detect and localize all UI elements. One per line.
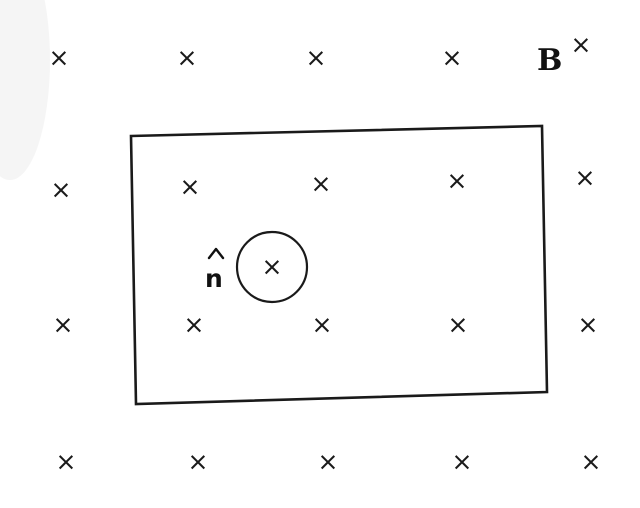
field-cross: × [575, 163, 596, 192]
normal-label: n [205, 264, 223, 293]
field-cross: × [452, 447, 473, 476]
field-cross: × [49, 43, 70, 72]
field-cross-grid: × × × × × × × × × × × × × × × × × × × × × [49, 30, 602, 476]
field-cross: × [312, 310, 333, 339]
field-cross: × [442, 43, 463, 72]
small-circular-loop [235, 230, 309, 304]
rectangular-loop [129, 124, 549, 406]
field-cross: × [177, 43, 198, 72]
field-cross: × [306, 43, 327, 72]
field-cross: × [578, 310, 599, 339]
field-cross: × [571, 30, 592, 59]
scan-shading [0, 0, 50, 180]
field-cross: × [180, 172, 201, 201]
field-cross: × [311, 169, 332, 198]
field-cross: × [448, 310, 469, 339]
field-cross: × [51, 175, 72, 204]
field-cross: × [581, 447, 602, 476]
field-cross: × [262, 252, 283, 281]
field-cross: × [318, 447, 339, 476]
field-cross: × [188, 447, 209, 476]
field-cross: × [184, 310, 205, 339]
field-cross: × [447, 166, 468, 195]
field-label: B [537, 43, 562, 78]
unit-normal-label: n [205, 247, 225, 293]
field-cross: × [53, 310, 74, 339]
unit-vector-hat [207, 247, 225, 260]
field-cross: × [56, 447, 77, 476]
